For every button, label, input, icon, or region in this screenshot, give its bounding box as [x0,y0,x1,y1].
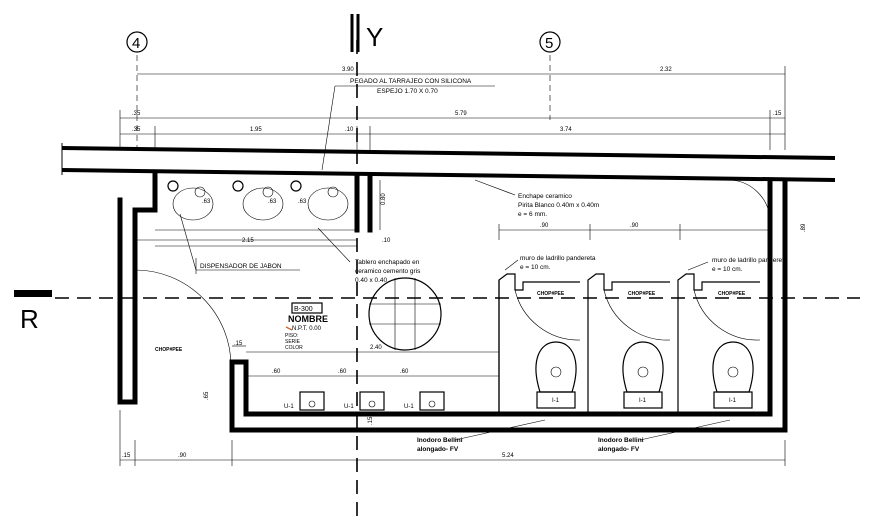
note-tablero-line2: ceramico cemento gris [355,268,421,275]
dim-65: .65 [204,391,210,400]
dim-63-a: .63 [202,199,211,205]
urinals [299,391,445,411]
vanity-counter [155,180,357,247]
dim-5-24: 5.24 [502,453,514,459]
note-muro1-line1: muro de ladrillo pandereta [520,255,596,262]
grid-bubble-5-label: 5 [545,35,553,52]
inodoro1-leader [454,419,546,441]
hatch-tag-stall1: CHOP#PEE [537,291,565,297]
dim-10-top: .10 [345,127,354,133]
dim-0-80: 0.80 [381,193,387,205]
axis-lines [55,40,860,519]
dim-90-a: .90 [540,223,549,229]
dimension-lines-bottom [119,410,786,466]
room-code: B-300 [294,306,313,313]
hatch-tag-stall3: CHOP#PEE [718,291,746,297]
tablero-leader [317,227,351,263]
toilet-2 [622,341,664,409]
note-enchape-line1: Enchape ceramico [518,193,572,200]
note-mirror-line2: ESPEJO 1.70 X 0.70 [377,88,438,95]
note-mirror-line1: PEGADO AL TARRAJEO CON SILICONA [350,78,472,85]
toilet-3-tag: I-1 [729,398,737,404]
dim-60-c: .60 [400,369,409,375]
note-inodoro1-line2: alongado- FV [417,446,459,453]
urinal-3-tag: U-1 [404,404,414,410]
toilet-2-tag: I-1 [639,398,647,404]
note-tablero-line1: Tablero enchapado en [355,259,420,266]
stall-doors [514,179,771,341]
toilet-1-tag: I-1 [552,398,560,404]
mirror-leader [321,85,336,171]
note-inodoro1-line1: Inodoro Bellini [417,437,463,444]
room-serie: SERIE [285,339,301,345]
note-enchape-line2: Pirita Blanco 0.40m x 0.40m [518,202,599,209]
entrance-door [134,269,232,367]
room-piso: PISO: [285,333,298,339]
urinal-dimension-lines [232,345,499,377]
dimension-lines-top [119,66,786,150]
room-name: NOMBRE [288,314,328,324]
floor-drain-tile-grid [368,277,442,351]
room-color: COLOR [285,345,303,351]
note-inodoro2-line1: Inodoro Bellini [598,437,644,444]
muro2-leader [687,261,709,271]
dim-1-95: 1.95 [250,127,262,133]
dim-63-c: .63 [298,199,307,205]
note-inodoro2-line2: alongado- FV [598,446,640,453]
inodoro2-leader [639,419,731,441]
stall-partitions [498,224,770,412]
toilet-3 [712,341,754,409]
note-tablero-line3: 0.40 x 0.40 [355,277,388,284]
dim-15-urinal: .15 [234,341,243,347]
dim-2-40: 2.40 [370,345,382,351]
dim-60-a: .60 [272,369,281,375]
exterior-wall-top [61,143,836,182]
axis-r-marker [14,290,52,297]
dim-3-74: 3.74 [560,127,572,133]
grid-bubble-4-label: 4 [132,35,140,52]
axis-y-marker [350,14,360,52]
hatch-tag-left: CHOP#PEE [155,347,183,353]
dim-5-79: 5.79 [455,111,467,117]
hatch-tag-stall2: CHOP#PEE [628,291,656,297]
note-muro2-line2: e = 10 cm. [712,266,743,273]
dim-35-second: .35 [132,127,141,133]
note-muro1-line2: e = 10 cm. [520,264,551,271]
urinal-1-tag: U-1 [284,404,294,410]
dim-89: .89 [801,223,807,232]
grid-bubble-5 [539,31,561,53]
room-npt: N.P.T. 0.00 [292,326,322,332]
dim-2-15: 2.15 [242,238,254,244]
dim-15-bottom: .15 [122,453,131,459]
dim-10-mid: .10 [382,238,391,244]
dim-3-90: 3.90 [342,67,354,73]
interior-walls [117,172,788,433]
dim-63-b: .63 [268,199,277,205]
dim-90-bottom: .90 [178,453,187,459]
urinal-2-tag: U-1 [344,404,354,410]
dispensador-leader [179,213,197,271]
dim-2-32: 2.32 [660,67,672,73]
dim-35-top: .35 [132,111,141,117]
dim-60-b: .60 [338,369,347,375]
dim-90-b: .90 [630,223,639,229]
axis-y-label: Y [366,22,383,52]
note-enchape-line3: e = 6 mm. [518,211,547,218]
toilet-1 [535,341,577,409]
grid-bubble-4 [126,31,148,53]
dim-15-side: .15 [368,416,374,425]
note-dispensador: DISPENSADOR DE JABON [200,263,282,270]
enchape-leader [474,179,516,196]
dim-15-top: .15 [773,111,782,117]
note-muro2-line1: muro de ladrillo pandereta [712,257,788,264]
axis-r-label: R [20,304,39,334]
room-tag-box [291,302,323,314]
muro1-leader [504,259,519,271]
